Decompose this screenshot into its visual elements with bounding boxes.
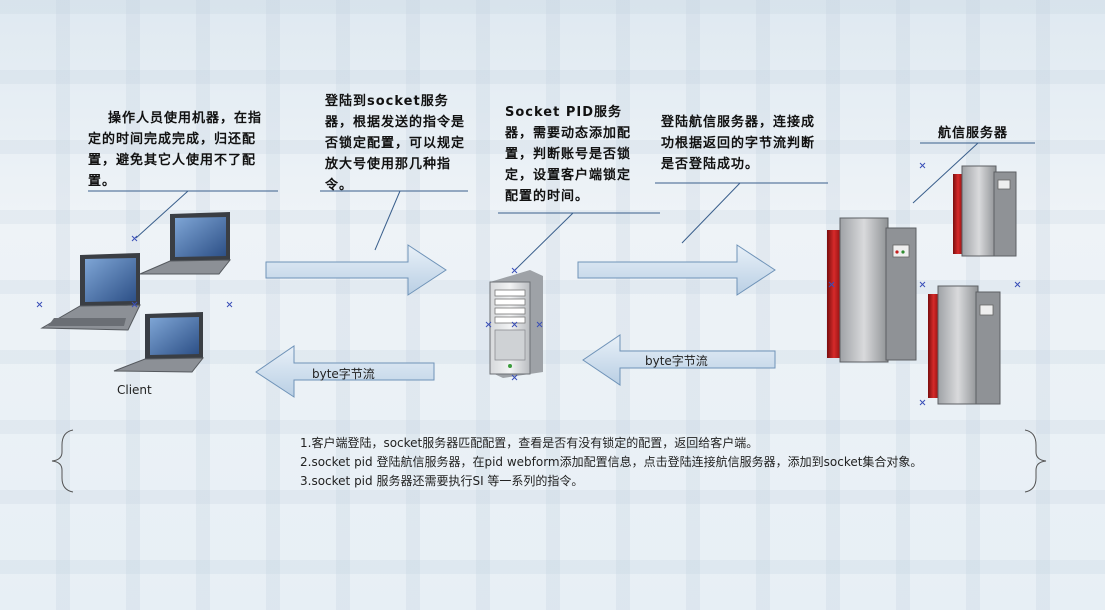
aviation-server-icon: [928, 285, 1001, 405]
aviation-server-title: 航信服务器: [938, 126, 1009, 141]
arrow-socket-to-aviation: [577, 244, 776, 296]
note-underlines: [88, 142, 1035, 214]
right-brace: [1024, 429, 1047, 493]
leader-lines: [135, 142, 979, 271]
step-item: 1.客户端登陆，socket服务器匹配配置，查看是否有没有锁定的配置，返回给客户…: [300, 436, 759, 450]
arrow-client-to-socket: [265, 244, 447, 296]
socket-login-note: 登陆到socket服务器，根据发送的指令是否锁定配置，可以规定放大号使用那几种指…: [325, 94, 466, 193]
selection-markers: [36, 162, 1021, 406]
client-label: Client: [117, 383, 152, 397]
socket-pid-note: Socket PID服务器，需要动态添加配置，判断账号是否锁定，设置客户端锁定配…: [505, 105, 632, 204]
steps-list: 1.客户端登陆，socket服务器匹配配置，查看是否有没有锁定的配置，返回给客户…: [300, 434, 922, 491]
byte-stream-label-left: byte字节流: [312, 367, 375, 381]
step-item: 3.socket pid 服务器还需要执行SI 等一系列的指令。: [300, 474, 584, 488]
arrow-aviation-to-socket: [582, 334, 776, 386]
step-item: 2.socket pid 登陆航信服务器，在pid webform添加配置信息，…: [300, 455, 923, 469]
laptop-icon: [40, 253, 141, 331]
socket-server-icon: [489, 270, 543, 378]
arrow-socket-to-client: [255, 345, 435, 398]
laptop-icon: [139, 212, 232, 275]
left-brace: [51, 429, 74, 493]
laptop-icon: [113, 312, 205, 373]
byte-stream-label-right: byte字节流: [645, 354, 708, 368]
aviation-server-icon: [953, 165, 1017, 257]
aviation-server-icon: [827, 217, 917, 363]
client-note: 操作人员使用机器，在指定的时间完成完成，归还配置，避免其它人使用不了配置。: [88, 111, 263, 189]
aviation-login-note: 登陆航信服务器，连接成功根据返回的字节流判断是否登陆成功。: [661, 115, 816, 172]
